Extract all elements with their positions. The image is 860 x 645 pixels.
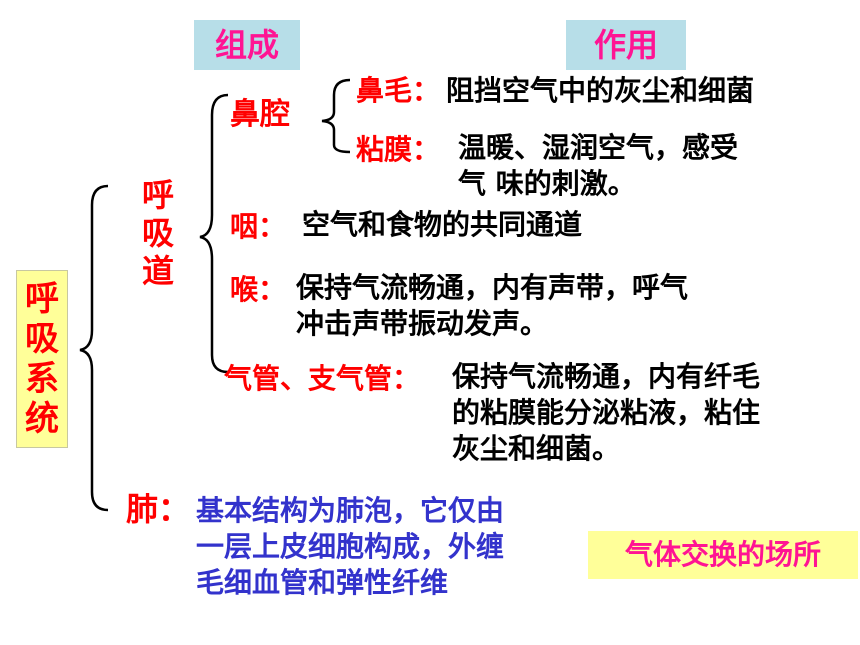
nose-bracket bbox=[321, 78, 351, 154]
larynx-desc-line2: 冲击声带振动发声。 bbox=[296, 307, 549, 340]
pharynx-desc: 空气和食物的共同通道 bbox=[302, 208, 583, 241]
lung-desc-line2: 一层上皮细胞构成，外缠 bbox=[196, 530, 505, 563]
trachea-desc-line3: 灰尘和细菌。 bbox=[452, 432, 621, 465]
trachea-desc-line1: 保持气流畅通，内有纤毛 bbox=[452, 360, 761, 393]
larynx-label: 喉： bbox=[230, 273, 287, 306]
respiratory-system-label: 呼吸系统 bbox=[16, 270, 68, 448]
pharynx-label: 咽： bbox=[230, 210, 287, 243]
lung-desc-line3: 毛细血管和弹性纤维 bbox=[196, 566, 449, 599]
header-function: 作用 bbox=[566, 20, 686, 70]
gas-exchange-note: 气体交换的场所 bbox=[588, 531, 858, 579]
mucosa-desc-line1: 温暖、湿润空气，感受 bbox=[458, 131, 739, 164]
system-bracket bbox=[79, 184, 109, 512]
mucosa-desc-line2: 气 味的刺激。 bbox=[458, 167, 636, 200]
nose-hair-desc: 阻挡空气中的灰尘和细菌 bbox=[446, 74, 755, 107]
respiratory-tract-label: 呼吸道 bbox=[141, 176, 174, 290]
lung-label: 肺： bbox=[126, 490, 191, 528]
trachea-label: 气管、支气管： bbox=[224, 362, 421, 395]
larynx-desc-line1: 保持气流畅通，内有声带，呼气 bbox=[296, 271, 689, 304]
nose-hair-label: 鼻毛： bbox=[356, 74, 441, 107]
lung-desc-line1: 基本结构为肺泡，它仅由 bbox=[196, 494, 505, 527]
mucosa-label: 粘膜： bbox=[356, 133, 441, 166]
header-composition: 组成 bbox=[194, 20, 300, 70]
trachea-desc-line2: 的粘膜能分泌粘液，粘住 bbox=[452, 396, 761, 429]
nasal-cavity-label: 鼻腔 bbox=[230, 97, 290, 132]
tract-bracket bbox=[199, 93, 229, 374]
